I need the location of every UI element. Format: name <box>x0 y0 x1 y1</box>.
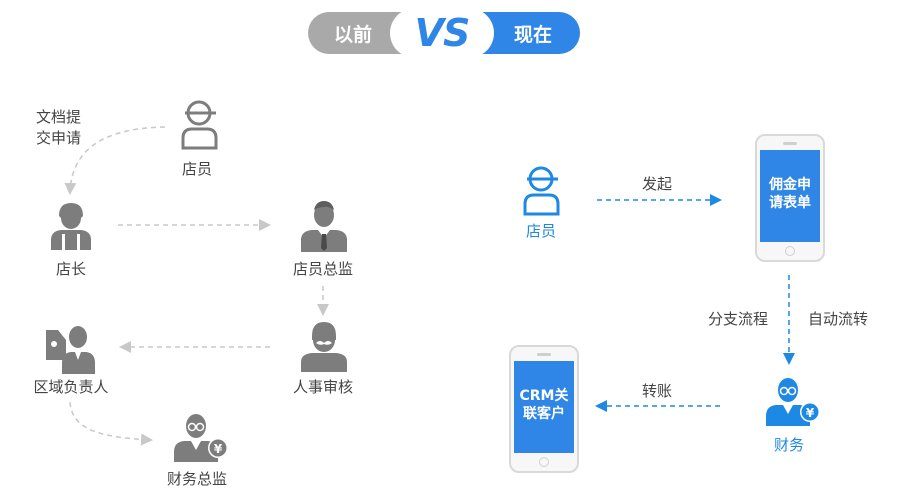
crm-screen: CRM关 联客户 <box>514 361 574 453</box>
initiate-label: 发起 <box>641 175 673 193</box>
store-manager-label: 店长 <box>55 260 87 278</box>
finance-director-icon: ¥ <box>174 414 228 462</box>
now-label: 现在 <box>513 23 552 46</box>
commission-form-screen: 佣金申 请表单 <box>760 150 820 242</box>
transfer-label: 转账 <box>641 382 673 400</box>
hr-review-icon <box>301 322 347 372</box>
regional-manager-icon <box>46 326 95 374</box>
clerk-icon <box>181 100 218 150</box>
clerk-blue-label: 店员 <box>525 222 557 240</box>
svg-text:¥: ¥ <box>806 406 815 420</box>
crm-text: CRM关 联客户 <box>519 388 569 422</box>
commission-form-phone: 佣金申 请表单 <box>755 134 825 262</box>
finance-director-label: 财务总监 <box>166 470 228 488</box>
clerk-label: 店员 <box>181 160 213 178</box>
finance-blue-icon: ¥ <box>766 378 820 426</box>
arrow-regional-to-finance <box>69 401 153 446</box>
vs-label: VS <box>414 11 471 55</box>
store-supervisor-label: 店员总监 <box>292 260 354 278</box>
before-label: 以前 <box>334 23 373 46</box>
doc-submit-note: 文档提 交申请 <box>36 108 82 147</box>
phone-speaker <box>537 353 551 356</box>
hr-review-label: 人事审核 <box>292 378 354 396</box>
branch-flow-label: 分支流程 <box>707 310 769 328</box>
phone-home-button <box>785 246 795 256</box>
regional-manager-label: 区域负责人 <box>33 378 109 396</box>
commission-form-text: 佣金申 请表单 <box>769 177 811 211</box>
clerk-blue-icon <box>523 166 560 216</box>
auto-flow-label: 自动流转 <box>807 310 869 328</box>
svg-text:¥: ¥ <box>214 442 223 456</box>
store-manager-icon <box>51 203 91 250</box>
vs-badge: VS <box>390 8 494 58</box>
phone-speaker <box>783 142 797 145</box>
store-supervisor-icon <box>301 201 347 252</box>
arrow-clerk-to-manager <box>64 126 166 195</box>
crm-phone: CRM关 联客户 <box>509 345 579 473</box>
finance-blue-label: 财务 <box>773 436 805 454</box>
phone-home-button <box>539 457 549 467</box>
